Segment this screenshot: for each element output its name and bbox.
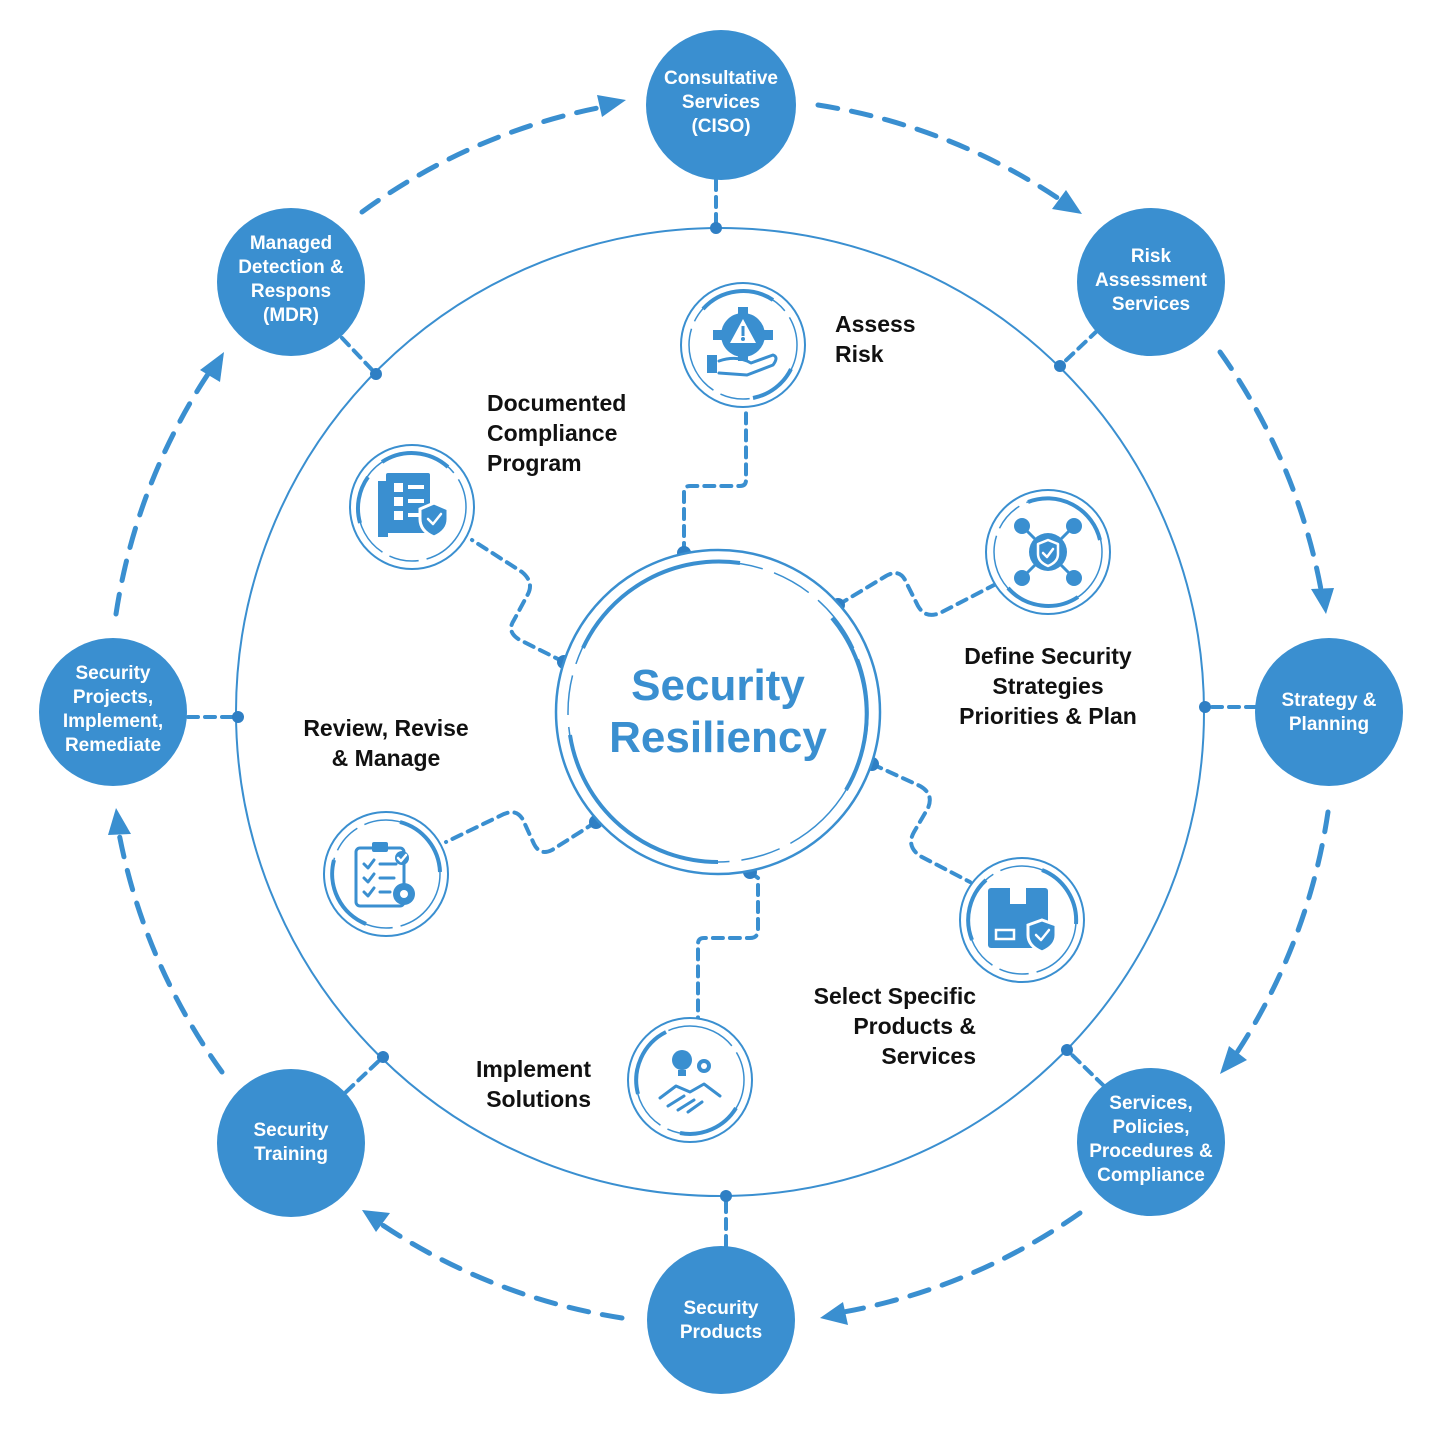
svg-text:Risk: Risk (1131, 246, 1172, 267)
node-ciso: Consultative Services (CISO) (646, 30, 796, 180)
svg-text:Strategy &: Strategy & (1281, 690, 1376, 711)
svg-text:Documented: Documented (487, 390, 626, 416)
svg-text:Planning: Planning (1289, 714, 1369, 735)
node-security-training: Security Training (217, 1069, 365, 1217)
step-label-review-manage: Review, Revise & Manage (303, 715, 468, 771)
svg-text:(CISO): (CISO) (691, 116, 750, 137)
svg-text:Training: Training (254, 1144, 328, 1165)
center-title-line-1: Security (631, 661, 805, 710)
svg-text:Products: Products (680, 1322, 762, 1343)
svg-text:Assess: Assess (835, 311, 916, 337)
node-strategy: Strategy & Planning (1255, 638, 1403, 786)
svg-text:Projects,: Projects, (73, 687, 153, 708)
svg-text:Strategies: Strategies (992, 673, 1103, 699)
svg-text:Services: Services (881, 1043, 976, 1069)
network-shield-icon (985, 489, 1111, 615)
node-mdr: Managed Detection & Respons (MDR) (217, 208, 365, 356)
svg-text:Priorities & Plan: Priorities & Plan (959, 703, 1137, 729)
svg-text:Implement,: Implement, (63, 711, 163, 732)
node-security-products: Security Products (647, 1246, 795, 1394)
svg-text:Consultative: Consultative (664, 68, 778, 89)
step-label-define-strategies: Define Security Strategies Priorities & … (959, 643, 1137, 729)
svg-text:Compliance: Compliance (1097, 1165, 1205, 1186)
outer-cycle-arrows (108, 95, 1334, 1325)
svg-text:Review, Revise: Review, Revise (303, 715, 468, 741)
svg-text:Services,: Services, (1109, 1093, 1192, 1114)
svg-text:Managed: Managed (250, 233, 332, 254)
svg-text:Compliance: Compliance (487, 420, 617, 446)
svg-text:Procedures &: Procedures & (1089, 1141, 1213, 1162)
svg-text:Program: Program (487, 450, 582, 476)
risk-gear-hand-icon (680, 282, 806, 408)
svg-text:Policies,: Policies, (1112, 1117, 1189, 1138)
step-label-assess-risk: Assess Risk (835, 311, 916, 367)
svg-text:Define Security: Define Security (964, 643, 1132, 669)
box-shield-icon (959, 857, 1085, 983)
svg-text:Security: Security (254, 1120, 329, 1141)
svg-text:Services: Services (1112, 294, 1190, 315)
clipboard-gear-icon (323, 811, 449, 937)
center-title-line-2: Resiliency (609, 713, 827, 762)
svg-text:Products &: Products & (853, 1013, 976, 1039)
step-label-documented-compliance: Documented Compliance Program (487, 390, 626, 476)
svg-text:Implement: Implement (476, 1056, 591, 1082)
svg-text:Risk: Risk (835, 341, 884, 367)
center-hub: Security Resiliency (554, 548, 882, 876)
svg-text:Detection &: Detection & (238, 257, 344, 278)
svg-text:Security: Security (76, 663, 151, 684)
svg-text:Select Specific: Select Specific (814, 983, 977, 1009)
svg-text:& Manage: & Manage (332, 745, 441, 771)
node-services-policies: Services, Policies, Procedures & Complia… (1077, 1068, 1225, 1216)
node-risk-assessment: Risk Assessment Services (1077, 208, 1225, 356)
handshake-bulb-icon (627, 1017, 753, 1143)
svg-text:Assessment: Assessment (1095, 270, 1208, 291)
step-label-select-products: Select Specific Products & Services (814, 983, 977, 1069)
svg-text:Services: Services (682, 92, 760, 113)
svg-text:Remediate: Remediate (65, 735, 161, 756)
node-ring-connectors (186, 178, 1258, 1248)
step-label-implement-solutions: Implement Solutions (476, 1056, 591, 1112)
svg-text:Respons: Respons (251, 281, 331, 302)
document-shield-icon (349, 444, 475, 570)
node-security-projects: Security Projects, Implement, Remediate (39, 638, 187, 786)
svg-text:(MDR): (MDR) (263, 305, 319, 326)
svg-text:Security: Security (684, 1298, 759, 1319)
svg-text:Solutions: Solutions (486, 1086, 591, 1112)
